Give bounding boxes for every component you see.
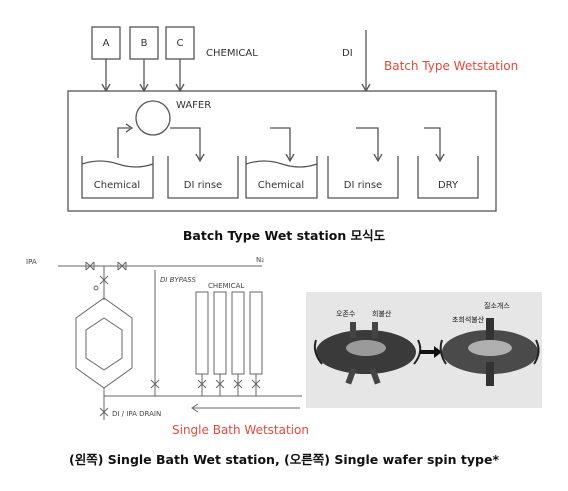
wafer-circle	[135, 100, 171, 136]
bottom-caption: (왼쪽) Single Bath Wet station, (오른쪽) Sing…	[69, 452, 499, 467]
valve-ipa	[85, 261, 95, 271]
nozzle-bottom-2	[369, 367, 381, 385]
transfer-arrowhead-3	[373, 153, 383, 163]
dilute-acid-label: 희불산	[372, 309, 392, 318]
wafer-up-arrowhead	[125, 123, 134, 133]
bath-2	[167, 156, 239, 199]
chemical-column-2	[213, 291, 227, 375]
tank-a-label: A	[103, 38, 110, 49]
wafer-down-arrowhead	[195, 153, 205, 163]
spin-type-photo: 오존수 희불산 질소개스 초희석불산	[306, 292, 542, 408]
valve-bypass	[150, 379, 160, 389]
chemical-column-3	[231, 291, 245, 375]
valve-column-4	[251, 379, 261, 389]
valve-n2	[117, 261, 127, 271]
ultra-dilute-acid-label: 초희석불산	[452, 315, 485, 324]
batch-title-red: Batch Type Wetstation	[384, 59, 518, 73]
station-enclosure	[67, 90, 497, 212]
valve-inlet	[99, 275, 109, 285]
bath-1	[81, 156, 154, 199]
drain-label: DI / IPA DRAIN	[112, 410, 161, 418]
nitrogen-gas-label: 질소개스	[484, 301, 510, 310]
flow-arrowhead	[191, 403, 199, 413]
bath-4-label: DI rinse	[344, 180, 382, 191]
valve-column-1	[197, 379, 207, 389]
bath-5-label: DRY	[438, 180, 459, 191]
di-label: DI	[342, 48, 353, 59]
batch-labels: A B C CHEMICAL DI Batch Type Wetstation …	[94, 38, 518, 243]
transfer-arrowhead-2	[285, 153, 295, 163]
wafer-down-arrow	[170, 127, 201, 160]
bath-1-liquid	[81, 160, 154, 168]
batch-wetstation-diagram	[67, 26, 497, 212]
valve-drain	[99, 407, 109, 417]
bath-3	[245, 156, 318, 199]
single-bath-title-red: Single Bath Wetstation	[172, 423, 309, 437]
valve-column-2	[215, 379, 225, 389]
gauge-1	[93, 285, 99, 291]
nitrogen-nozzle	[486, 318, 494, 340]
n2-label: N₂	[256, 256, 264, 264]
transfer-arrow-2	[270, 127, 291, 160]
wafer-label: WAFER	[176, 100, 211, 111]
di-bypass-label: DI BYPASS	[160, 276, 196, 284]
wafer-up-arrow	[117, 127, 130, 158]
batch-caption: Batch Type Wet station 모식도	[183, 228, 386, 243]
ipa-label: IPA	[26, 258, 37, 266]
chemical-column-1	[195, 291, 209, 375]
bath-4	[327, 156, 399, 199]
right-rotation-arrow-1	[439, 339, 447, 365]
valve-column-3	[233, 379, 243, 389]
chemical-label: CHEMICAL	[206, 48, 258, 59]
bath-5	[417, 156, 479, 199]
nozzle-ozone	[350, 322, 356, 338]
inner-wafer-holder	[85, 317, 123, 371]
process-arrowhead	[434, 346, 442, 358]
bottom-spindle	[486, 362, 494, 386]
nozzle-bottom-1	[345, 367, 357, 385]
single-bath-diagram	[58, 261, 302, 420]
bottom-chemical-label: CHEMICAL	[208, 282, 244, 290]
tank-b-label: B	[141, 38, 148, 49]
left-wafer-highlight	[346, 340, 386, 356]
bath-1-label: Chemical	[94, 180, 140, 191]
nozzle-acid	[372, 322, 378, 338]
right-wafer-highlight	[468, 340, 512, 356]
ozone-water-label: 오존수	[336, 310, 356, 318]
single-bath-labels: IPA N₂ DI BYPASS CHEMICAL DI / IPA DRAIN…	[26, 256, 309, 437]
single-bath-vessel	[75, 297, 133, 389]
chemical-column-4	[249, 291, 263, 375]
transfer-arrow-3	[356, 127, 379, 160]
transfer-arrowhead-4	[435, 153, 445, 163]
bath-3-liquid	[245, 160, 318, 168]
right-rotation-arrow-2	[533, 339, 540, 365]
tank-c-label: C	[177, 38, 184, 49]
transfer-arrow-4	[424, 127, 441, 160]
bath-2-label: DI rinse	[184, 180, 222, 191]
left-rotation-arrow-1	[313, 339, 323, 365]
bath-3-label: Chemical	[258, 180, 304, 191]
